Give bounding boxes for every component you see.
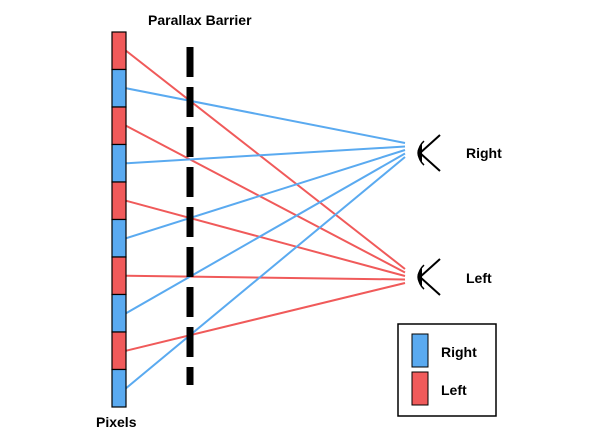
legend-label-left: Left: [441, 382, 467, 398]
legend-swatch-left: [411, 371, 429, 406]
left-ray: [125, 199, 406, 277]
diagram-title: Parallax Barrier: [148, 12, 252, 28]
legend: Right Left: [397, 323, 497, 417]
right-pixel: [111, 218, 127, 258]
pixels-label: Pixels: [96, 414, 137, 430]
legend-swatch-right: [411, 333, 429, 368]
right-ray: [125, 149, 406, 240]
left-pixel: [111, 331, 127, 371]
right-pixel: [111, 293, 127, 333]
right-pixel: [111, 68, 127, 108]
right-pixel: [111, 143, 127, 183]
right-eye-icon: [417, 134, 441, 172]
light-rays: [125, 49, 406, 390]
left-pixel: [111, 31, 127, 71]
right-ray: [125, 145, 406, 165]
left-ray: [125, 274, 406, 281]
left-eye-label: Left: [466, 270, 492, 286]
left-pixel: [111, 256, 127, 296]
right-ray: [125, 152, 406, 315]
left-pixel: [111, 181, 127, 221]
pixel-column: [111, 31, 127, 408]
right-pixel: [111, 368, 127, 408]
right-ray: [125, 87, 406, 144]
left-ray: [125, 124, 406, 274]
left-ray: [125, 282, 406, 352]
left-eye-icon: [417, 258, 441, 296]
right-ray: [125, 156, 406, 390]
legend-label-right: Right: [441, 344, 477, 360]
left-pixel: [111, 106, 127, 146]
left-ray: [125, 49, 406, 270]
right-eye-label: Right: [466, 145, 502, 161]
